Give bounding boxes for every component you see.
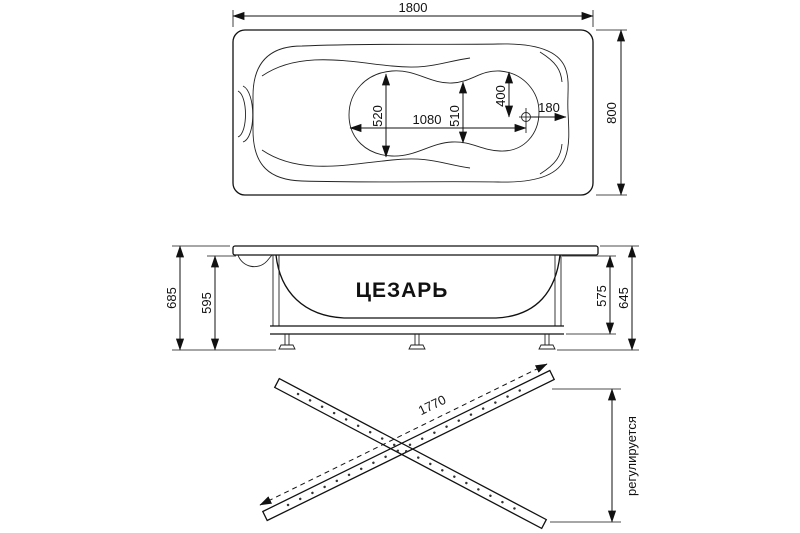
side-view: ЦЕЗАРЬ 685 595 575 645 [164, 245, 639, 351]
dim-685-label: 685 [164, 287, 179, 309]
rail-b [273, 377, 548, 530]
tub-basin-contour [348, 70, 540, 157]
dim-510-label: 510 [447, 105, 462, 127]
foot-left [278, 334, 296, 350]
dim-width-label: 800 [604, 102, 619, 124]
dim-595-label: 595 [199, 292, 214, 314]
dim-520-label: 520 [370, 105, 385, 127]
sculpt-line-right-top [539, 51, 563, 83]
dim-1080-label: 1080 [413, 112, 442, 127]
dim-400-label: 400 [493, 85, 508, 107]
drain-icon [519, 108, 533, 133]
foot-center [408, 334, 426, 350]
sculpt-line-bottom [261, 149, 471, 169]
headrest-inner-line [237, 90, 246, 138]
frame-view: 1770 регулируется [259, 363, 639, 530]
dim-645-label: 645 [616, 287, 631, 309]
foot-right [538, 334, 556, 350]
headrest-outline [242, 85, 254, 143]
model-name: ЦЕЗАРЬ [356, 279, 449, 302]
headrest-side [237, 254, 273, 268]
top-view: 1800 800 520 510 400 1080 180 [232, 0, 627, 196]
tub-outer-rim [232, 29, 594, 196]
adjustable-label: регулируется [624, 416, 639, 496]
tub-opening-contour [252, 43, 570, 183]
dim-length-label: 1800 [399, 0, 428, 15]
dim-line-1770 [259, 363, 548, 506]
dim-575-label: 575 [594, 285, 609, 307]
tub-rim-side [232, 245, 599, 256]
rail-a-holes [286, 384, 531, 507]
sculpt-line-top [261, 57, 471, 77]
dim-1770-label: 1770 [416, 392, 449, 418]
sculpt-line-right-bottom [539, 143, 563, 175]
bowl-profile [275, 254, 561, 319]
dim-180-label: 180 [538, 100, 560, 115]
